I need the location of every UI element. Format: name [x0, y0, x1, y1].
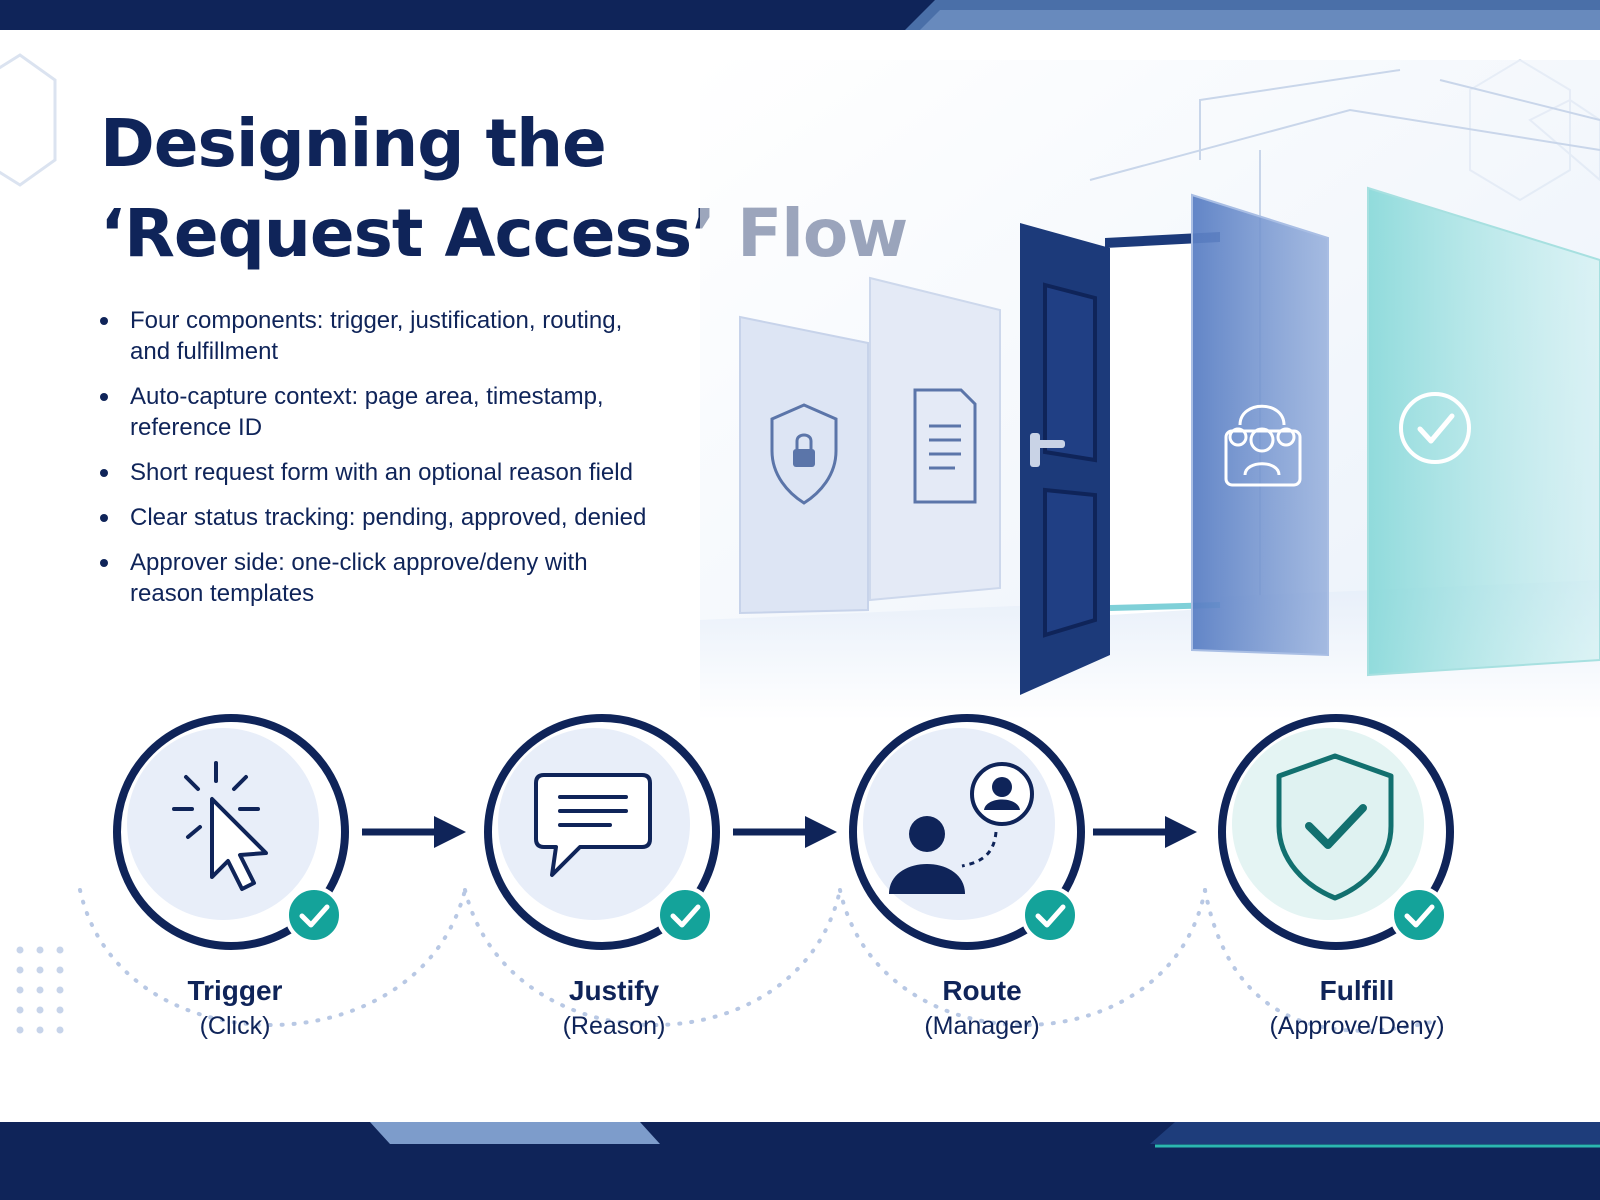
bullet-item: Short request form with an optional reas…	[96, 457, 656, 488]
check-badge-icon	[1390, 886, 1448, 944]
bullet-list: Four components: trigger, justification,…	[96, 305, 656, 623]
step-label: Justify	[568, 975, 660, 1006]
check-badge-icon	[285, 886, 343, 944]
step-label: Route	[942, 975, 1022, 1006]
cursor-click-icon	[172, 761, 268, 891]
step-justify	[484, 714, 720, 950]
dotted-arcs	[16, 888, 1442, 1034]
bullet-item: Four components: trigger, justification,…	[96, 305, 656, 367]
step-fulfill	[1218, 714, 1454, 950]
step-route	[849, 714, 1085, 950]
door-illustration	[700, 60, 1600, 720]
page-title: Designing the	[100, 105, 607, 182]
arrow-right-icon	[733, 816, 837, 848]
bottom-banner	[0, 1122, 1600, 1200]
step-trigger	[113, 714, 349, 950]
person-route-icon	[889, 762, 1034, 894]
check-badge-icon	[656, 886, 714, 944]
step-sublabel: (Manager)	[924, 1012, 1040, 1040]
arrow-right-icon	[362, 816, 466, 848]
step-label: Trigger	[187, 975, 283, 1006]
users-group-icon	[1224, 404, 1302, 487]
top-banner	[0, 0, 1600, 30]
lock-shield-icon	[770, 403, 838, 505]
check-circle-icon	[1399, 392, 1471, 464]
step-sublabel: (Click)	[199, 1012, 271, 1040]
chat-bubble-icon	[534, 773, 652, 877]
bullet-item: Approver side: one-click approve/deny wi…	[96, 547, 656, 609]
step-sublabel: (Reason)	[562, 1012, 666, 1040]
check-badge-icon	[1021, 886, 1079, 944]
step-sublabel: (Approve/Deny)	[1269, 1012, 1445, 1040]
arrow-right-icon	[1093, 816, 1197, 848]
document-icon	[913, 388, 977, 504]
shield-check-icon	[1276, 753, 1394, 901]
hexagon-decoration	[0, 53, 57, 187]
step-label: Fulfill	[1319, 975, 1395, 1006]
bullet-item: Clear status tracking: pending, approved…	[96, 502, 656, 533]
bullet-item: Auto-capture context: page area, timesta…	[96, 381, 656, 443]
